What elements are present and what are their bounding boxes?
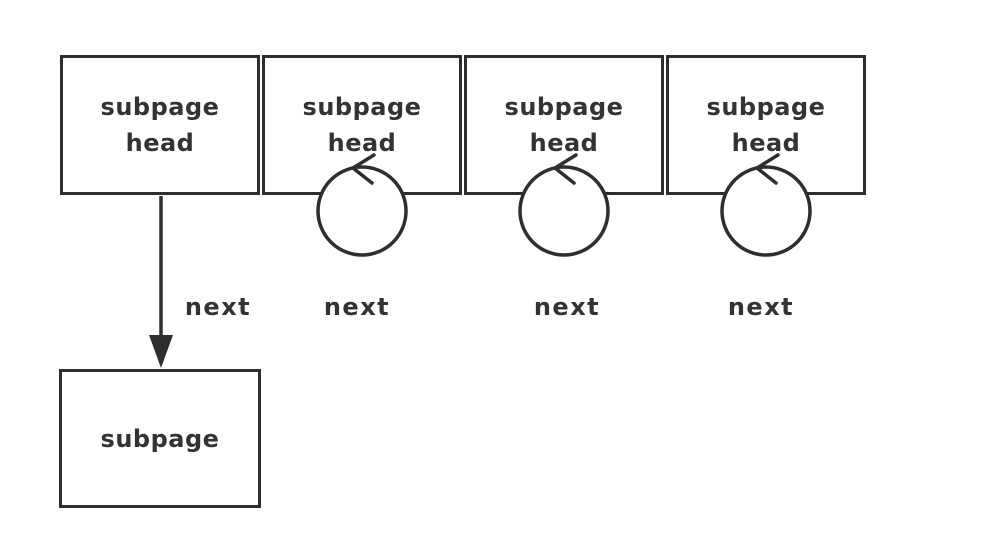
- label-line-1: subpage: [302, 93, 422, 121]
- subpage-head-label-1: subpage head: [101, 89, 220, 161]
- edge-label-next-3: next: [533, 293, 601, 321]
- label-line-2: head: [327, 129, 397, 157]
- label-line-2: head: [731, 129, 801, 157]
- subpage-head-box-4: subpage head: [666, 55, 866, 195]
- label-line-1: subpage: [706, 93, 826, 121]
- subpage-head-row: subpage head subpage head subpage head s…: [60, 55, 866, 195]
- label-line-2: head: [529, 129, 599, 157]
- subpage-head-label-3: subpage head: [505, 89, 624, 161]
- subpage-head-label-4: subpage head: [707, 89, 826, 161]
- label-line-1: subpage: [100, 93, 220, 121]
- edge-label-next-2: next: [323, 293, 391, 321]
- subpage-head-box-2: subpage head: [262, 55, 462, 195]
- subpage-head-box-3: subpage head: [464, 55, 664, 195]
- edge-label-next-4: next: [727, 293, 795, 321]
- down-arrow-icon: [149, 196, 173, 368]
- subpage-box-label: subpage: [100, 424, 220, 453]
- label-line-1: subpage: [504, 93, 624, 121]
- subpage-head-label-2: subpage head: [303, 89, 422, 161]
- label-line-2: head: [125, 129, 195, 157]
- subpage-head-box-1: subpage head: [60, 55, 260, 195]
- edge-label-next-1: next: [184, 293, 252, 321]
- subpage-box: subpage: [59, 369, 261, 508]
